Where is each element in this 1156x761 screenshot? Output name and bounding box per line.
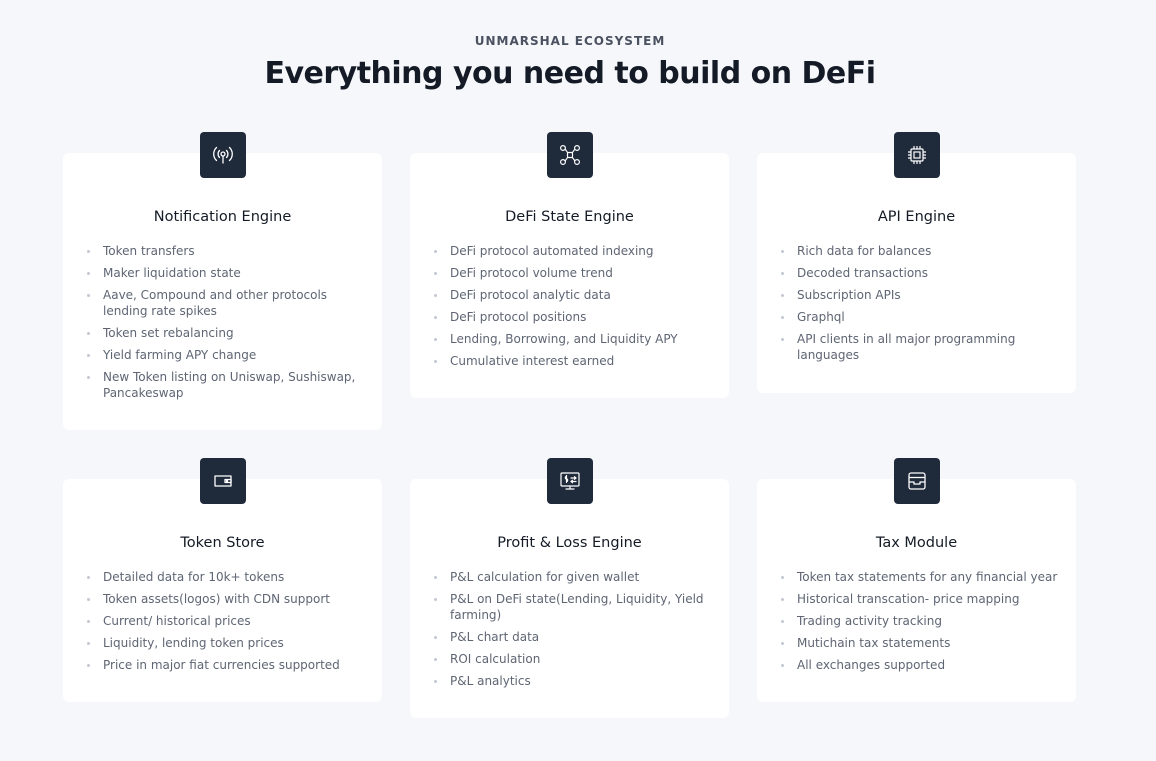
card-notification-engine: Notification Engine Token transfers Make… (63, 132, 382, 430)
feature-list: P&L calculation for given wallet P&L on … (434, 569, 711, 695)
list-item: Token transfers (87, 243, 364, 259)
feature-list: Token transfers Maker liquidation state … (87, 243, 364, 407)
list-item: Subscription APIs (781, 287, 1058, 303)
card-title: Tax Module (875, 535, 958, 551)
card-profit-loss-engine: Profit & Loss Engine P&L calculation for… (410, 458, 729, 718)
list-item: DeFi protocol automated indexing (434, 243, 711, 259)
list-item: DeFi protocol positions (434, 309, 711, 325)
list-item: DeFi protocol analytic data (434, 287, 711, 303)
list-item: P&L on DeFi state(Lending, Liquidity, Yi… (434, 591, 711, 623)
list-item: Lending, Borrowing, and Liquidity APY (434, 331, 711, 347)
list-item: Current/ historical prices (87, 613, 364, 629)
list-item: Token set rebalancing (87, 325, 364, 341)
feature-list: Rich data for balances Decoded transacti… (781, 243, 1058, 369)
wallet-icon (200, 458, 246, 504)
cpu-chip-icon (894, 132, 940, 178)
feature-list: Token tax statements for any financial y… (781, 569, 1058, 679)
list-item: P&L analytics (434, 673, 711, 689)
list-item: API clients in all major programming lan… (781, 331, 1058, 363)
broadcast-icon (200, 132, 246, 178)
list-item: Historical transcation- price mapping (781, 591, 1058, 607)
list-item: Cumulative interest earned (434, 353, 711, 369)
card-title: Notification Engine (153, 209, 292, 225)
list-item: Trading activity tracking (781, 613, 1058, 629)
card-title: API Engine (877, 209, 956, 225)
list-item: Rich data for balances (781, 243, 1058, 259)
list-item: Token tax statements for any financial y… (781, 570, 1058, 584)
list-item: Decoded transactions (781, 265, 1058, 281)
list-item: DeFi protocol volume trend (434, 265, 711, 281)
list-item: ROI calculation (434, 651, 711, 667)
list-item: Maker liquidation state (87, 265, 364, 281)
list-item: Liquidity, lending token prices (87, 635, 364, 651)
feature-list: DeFi protocol automated indexing DeFi pr… (434, 243, 711, 375)
network-nodes-icon (547, 132, 593, 178)
card-title: DeFi State Engine (505, 209, 634, 225)
list-item: P&L calculation for given wallet (434, 569, 711, 585)
feature-list: Detailed data for 10k+ tokens Token asse… (87, 569, 364, 679)
card-token-store: Token Store Detailed data for 10k+ token… (63, 458, 382, 702)
card-tax-module: Tax Module Token tax statements for any … (757, 458, 1076, 702)
archive-box-icon (894, 458, 940, 504)
card-title: Token Store (180, 535, 265, 551)
list-item: Graphql (781, 309, 1058, 325)
list-item: Price in major fiat currencies supported (87, 657, 364, 673)
list-item: New Token listing on Uniswap, Sushiswap,… (87, 369, 364, 401)
section-eyebrow: UNMARSHAL ECOSYSTEM (474, 34, 666, 48)
card-defi-state-engine: DeFi State Engine DeFi protocol automate… (410, 132, 729, 398)
finance-monitor-icon (547, 458, 593, 504)
list-item: Token assets(logos) with CDN support (87, 591, 364, 607)
list-item: Detailed data for 10k+ tokens (87, 569, 364, 585)
list-item: Aave, Compound and other protocols lendi… (87, 287, 364, 319)
card-title: Profit & Loss Engine (497, 535, 642, 551)
page-title: Everything you need to build on DeFi (264, 56, 876, 91)
list-item: Mutichain tax statements (781, 635, 1058, 651)
card-api-engine: API Engine Rich data for balances Decode… (757, 132, 1076, 393)
list-item: Yield farming APY change (87, 347, 364, 363)
list-item: All exchanges supported (781, 657, 1058, 673)
list-item: P&L chart data (434, 629, 711, 645)
